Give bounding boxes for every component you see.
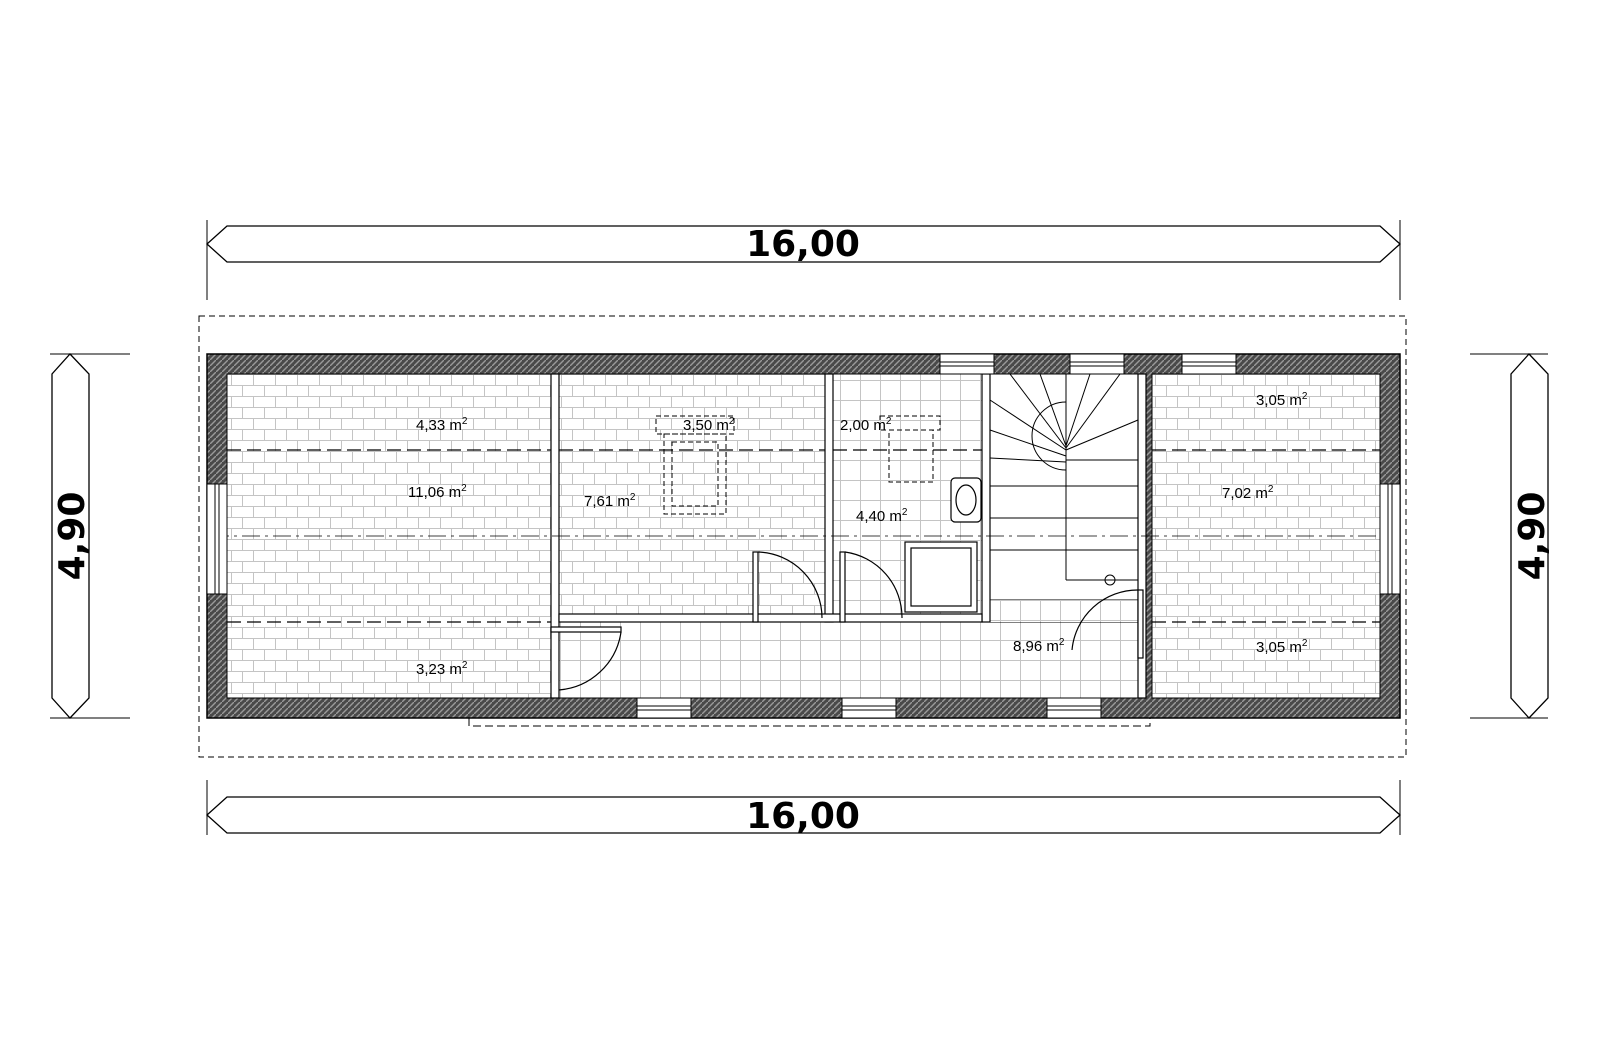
dimension-top: 16,00 (206, 220, 1401, 300)
roof-outline (198, 315, 1407, 758)
windows (206, 353, 1401, 719)
door-left-room (550, 626, 622, 691)
dimension-bottom-label: 16,00 (746, 796, 860, 837)
dimension-top-label: 16,00 (746, 224, 860, 265)
room-bed-top-area: 3,50 m2 (683, 416, 735, 434)
doors (550, 551, 1144, 691)
room-right-bottom-area: 3,05 m2 (1256, 638, 1308, 656)
dimension-right-label: 4,90 (1512, 492, 1553, 581)
window-bottom-2 (841, 697, 897, 719)
window-left (206, 483, 228, 595)
room-areas: 4,33 m2 11,06 m2 3,23 m2 3,50 m2 7,61 m2… (408, 391, 1308, 678)
bathroom-fixtures (904, 477, 982, 613)
window-top-3 (1181, 353, 1237, 375)
floor-stair-landing (990, 600, 1138, 622)
dimension-bottom: 16,00 (206, 780, 1401, 837)
dimension-left: 4,90 (50, 353, 130, 719)
shower-tray (904, 541, 978, 613)
room-bath-main-area: 4,40 m2 (856, 507, 908, 525)
staircase (989, 373, 1139, 586)
door-bathroom (839, 551, 903, 623)
window-top-2 (1069, 353, 1125, 375)
skylights (655, 415, 941, 515)
floor-stair (989, 373, 1139, 601)
window-bottom-1 (636, 697, 692, 719)
room-floors (226, 373, 1381, 699)
room-left-main-area: 11,06 m2 (408, 483, 467, 501)
room-hall-area: 8,96 m2 (1013, 637, 1065, 655)
room-right-main-area: 7,02 m2 (1222, 484, 1274, 502)
room-right-top-area: 3,05 m2 (1256, 391, 1308, 409)
room-left-top-area: 4,33 m2 (416, 416, 468, 434)
door-bedroom (752, 551, 823, 623)
window-right (1379, 483, 1401, 595)
floor-bedroom (558, 373, 826, 615)
dimension-right: 4,90 (1470, 353, 1553, 719)
room-bath-top-area: 2,00 m2 (840, 416, 892, 434)
floor-hall (558, 621, 1139, 699)
door-right-room (1071, 589, 1144, 659)
window-bottom-3 (1046, 697, 1102, 719)
room-bed-main-area: 7,61 m2 (584, 492, 636, 510)
dimension-left-label: 4,90 (52, 492, 93, 581)
room-left-bottom-area: 3,23 m2 (416, 660, 468, 678)
window-top-1 (939, 353, 995, 375)
kneewall-lines (227, 449, 1380, 623)
